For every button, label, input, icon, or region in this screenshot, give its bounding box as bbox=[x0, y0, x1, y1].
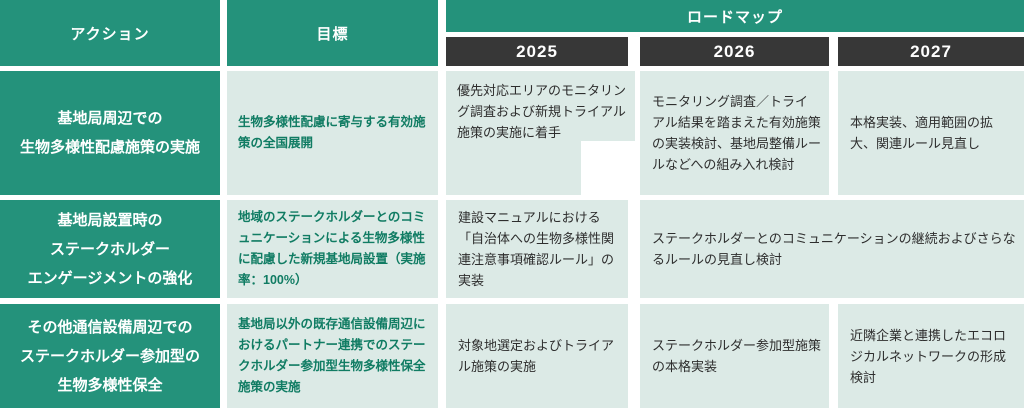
year-2025-label: 2025 bbox=[516, 41, 558, 61]
row2-plan-2026-2027-text: ステークホルダーとのコミュニケーションの継続およびさらなるルールの見直し検討 bbox=[652, 231, 1016, 267]
row3-plan-2026-text: ステークホルダー参加型施策の本格実装 bbox=[652, 338, 822, 374]
row2-goal-text: 地域のステークホルダーとのコミュニケーションによる生物多様性に配慮した新規基地局… bbox=[238, 210, 426, 287]
row1-plan-2025-text: 優先対応エリアのモニタリング調査および新規トライアル施策の実施に着手 bbox=[457, 83, 627, 140]
row1-goal-text: 生物多様性配慮に寄与する有効施策の全国展開 bbox=[238, 115, 426, 150]
row2-goal-cell: 地域のステークホルダーとのコミュニケーションによる生物多様性に配慮した新規基地局… bbox=[227, 200, 438, 298]
row2-plan-2026-2027-cell: ステークホルダーとのコミュニケーションの継続およびさらなるルールの見直し検討 bbox=[640, 200, 1024, 298]
row3-plan-2025-cell: 対象地選定およびトライアル施策の実施 bbox=[446, 304, 628, 408]
row3-goal-cell: 基地局以外の既存通信設備周辺におけるパートナー連携でのステークホルダー参加型生物… bbox=[227, 304, 438, 408]
row1-plan-2027-text: 本格実装、適用範囲の拡大、関連ルール見直し bbox=[850, 115, 994, 151]
column-header-goal: 目標 bbox=[227, 0, 438, 66]
row1-action-cell: 基地局周辺での 生物多様性配慮施策の実施 bbox=[0, 71, 220, 195]
column-header-action-label: アクション bbox=[70, 25, 150, 43]
year-2027-label: 2027 bbox=[910, 41, 952, 61]
row3-plan-2026-cell: ステークホルダー参加型施策の本格実装 bbox=[640, 304, 829, 408]
row1-plan-2025-cell: 優先対応エリアのモニタリング調査および新規トライアル施策の実施に着手 bbox=[446, 71, 635, 195]
year-header-2025: 2025 bbox=[446, 37, 628, 66]
row1-plan-2026-cell: モニタリング調査／トライアル結果を踏まえた有効施策の実装検討、基地局整備ルールな… bbox=[640, 71, 829, 195]
row2-plan-2025-cell: 建設マニュアルにおける「自治体への生物多様性関連注意事項確認ルール」の実装 bbox=[446, 200, 628, 298]
row3-plan-2027-cell: 近隣企業と連携したエコロジカルネットワークの形成検討 bbox=[838, 304, 1024, 408]
row3-plan-2025-text: 対象地選定およびトライアル施策の実施 bbox=[458, 338, 615, 374]
column-header-roadmap-label: ロードマップ bbox=[686, 8, 783, 26]
row1-plan-2026-text: モニタリング調査／トライアル結果を踏まえた有効施策の実装検討、基地局整備ルールな… bbox=[652, 94, 822, 172]
column-header-goal-label: 目標 bbox=[316, 25, 349, 43]
row2-action-cell: 基地局設置時の ステークホルダー エンゲージメントの強化 bbox=[0, 200, 220, 298]
row1-goal-cell: 生物多様性配慮に寄与する有効施策の全国展開 bbox=[227, 71, 438, 195]
year-header-2027: 2027 bbox=[838, 37, 1024, 66]
year-header-2026: 2026 bbox=[640, 37, 829, 66]
year-2026-label: 2026 bbox=[713, 41, 756, 61]
column-header-action: アクション bbox=[0, 0, 220, 66]
row1-plan-2027-cell: 本格実装、適用範囲の拡大、関連ルール見直し bbox=[838, 71, 1024, 195]
row3-goal-text: 基地局以外の既存通信設備周辺におけるパートナー連携でのステークホルダー参加型生物… bbox=[238, 317, 426, 394]
row3-action-cell: その他通信設備周辺での ステークホルダー参加型の 生物多様性保全 bbox=[0, 304, 220, 408]
row2-plan-2025-text: 建設マニュアルにおける「自治体への生物多様性関連注意事項確認ルール」の実装 bbox=[458, 210, 615, 288]
column-header-roadmap: ロードマップ bbox=[446, 0, 1024, 32]
row3-plan-2027-text: 近隣企業と連携したエコロジカルネットワークの形成検討 bbox=[850, 327, 1007, 385]
